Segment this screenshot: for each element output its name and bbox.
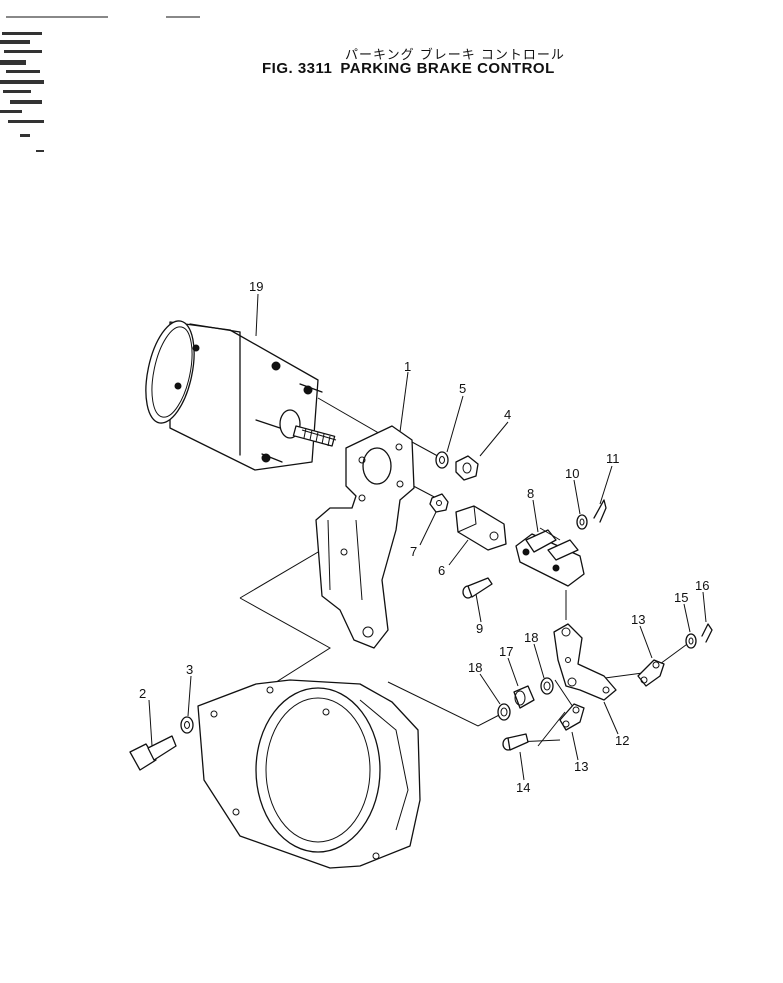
callout-11: 11 <box>606 451 620 466</box>
callout-8: 8 <box>527 486 534 501</box>
washer-3 <box>180 716 194 734</box>
callout-13-upper: 13 <box>631 612 645 627</box>
callout-4: 4 <box>504 407 511 422</box>
figure-title-japanese: パーキング ブレーキ コントロール <box>345 48 565 63</box>
bearing-18-right <box>540 677 554 695</box>
callout-9: 9 <box>476 621 483 636</box>
callout-15: 15 <box>674 590 688 605</box>
bearing-18-left <box>497 703 511 721</box>
nut-7 <box>429 493 449 513</box>
washer-15 <box>685 633 697 649</box>
scan-noise-top-left <box>0 16 200 152</box>
link-13-lower <box>559 703 585 731</box>
callout-18-right: 18 <box>524 630 538 645</box>
washer-10 <box>576 514 588 530</box>
hex-bolt <box>129 735 177 771</box>
callout-17: 17 <box>499 644 513 659</box>
washer-5 <box>435 451 449 469</box>
callout-10: 10 <box>565 466 579 481</box>
leader-lines <box>148 293 707 781</box>
callout-13-lower: 13 <box>574 759 588 774</box>
assembly-lines <box>231 397 691 747</box>
callout-14: 14 <box>516 780 530 795</box>
transmission-housing <box>197 679 421 869</box>
cotter-pin-11 <box>593 499 607 523</box>
callout-labels: 1 2 3 4 5 6 7 8 9 10 11 12 13 13 14 15 1… <box>139 279 709 795</box>
callout-18-left: 18 <box>468 660 482 675</box>
figure-title: FIG. 3311 PARKING BRAKE CONTROL <box>262 60 563 77</box>
figure-number: FIG. 3311 <box>262 60 333 77</box>
callout-7: 7 <box>410 544 417 559</box>
bracket <box>315 425 415 649</box>
nut <box>455 455 479 481</box>
callout-2: 2 <box>139 686 146 701</box>
bushing-17 <box>513 685 535 709</box>
lever-arm <box>553 623 617 701</box>
pin-14 <box>502 733 529 751</box>
motor-actuator <box>145 320 337 471</box>
pin-9 <box>462 577 493 599</box>
callout-3: 3 <box>186 662 193 677</box>
link-13-upper <box>637 659 665 687</box>
cam-plate <box>515 527 585 587</box>
callout-19: 19 <box>249 279 263 294</box>
callout-12: 12 <box>615 733 629 748</box>
switch-block <box>455 505 507 551</box>
callout-6: 6 <box>438 563 445 578</box>
callout-1: 1 <box>404 359 411 374</box>
figure-title-english: PARKING BRAKE CONTROL <box>340 60 555 77</box>
cotter-pin-16 <box>701 623 713 643</box>
callout-5: 5 <box>459 381 466 396</box>
callout-16: 16 <box>695 578 709 593</box>
